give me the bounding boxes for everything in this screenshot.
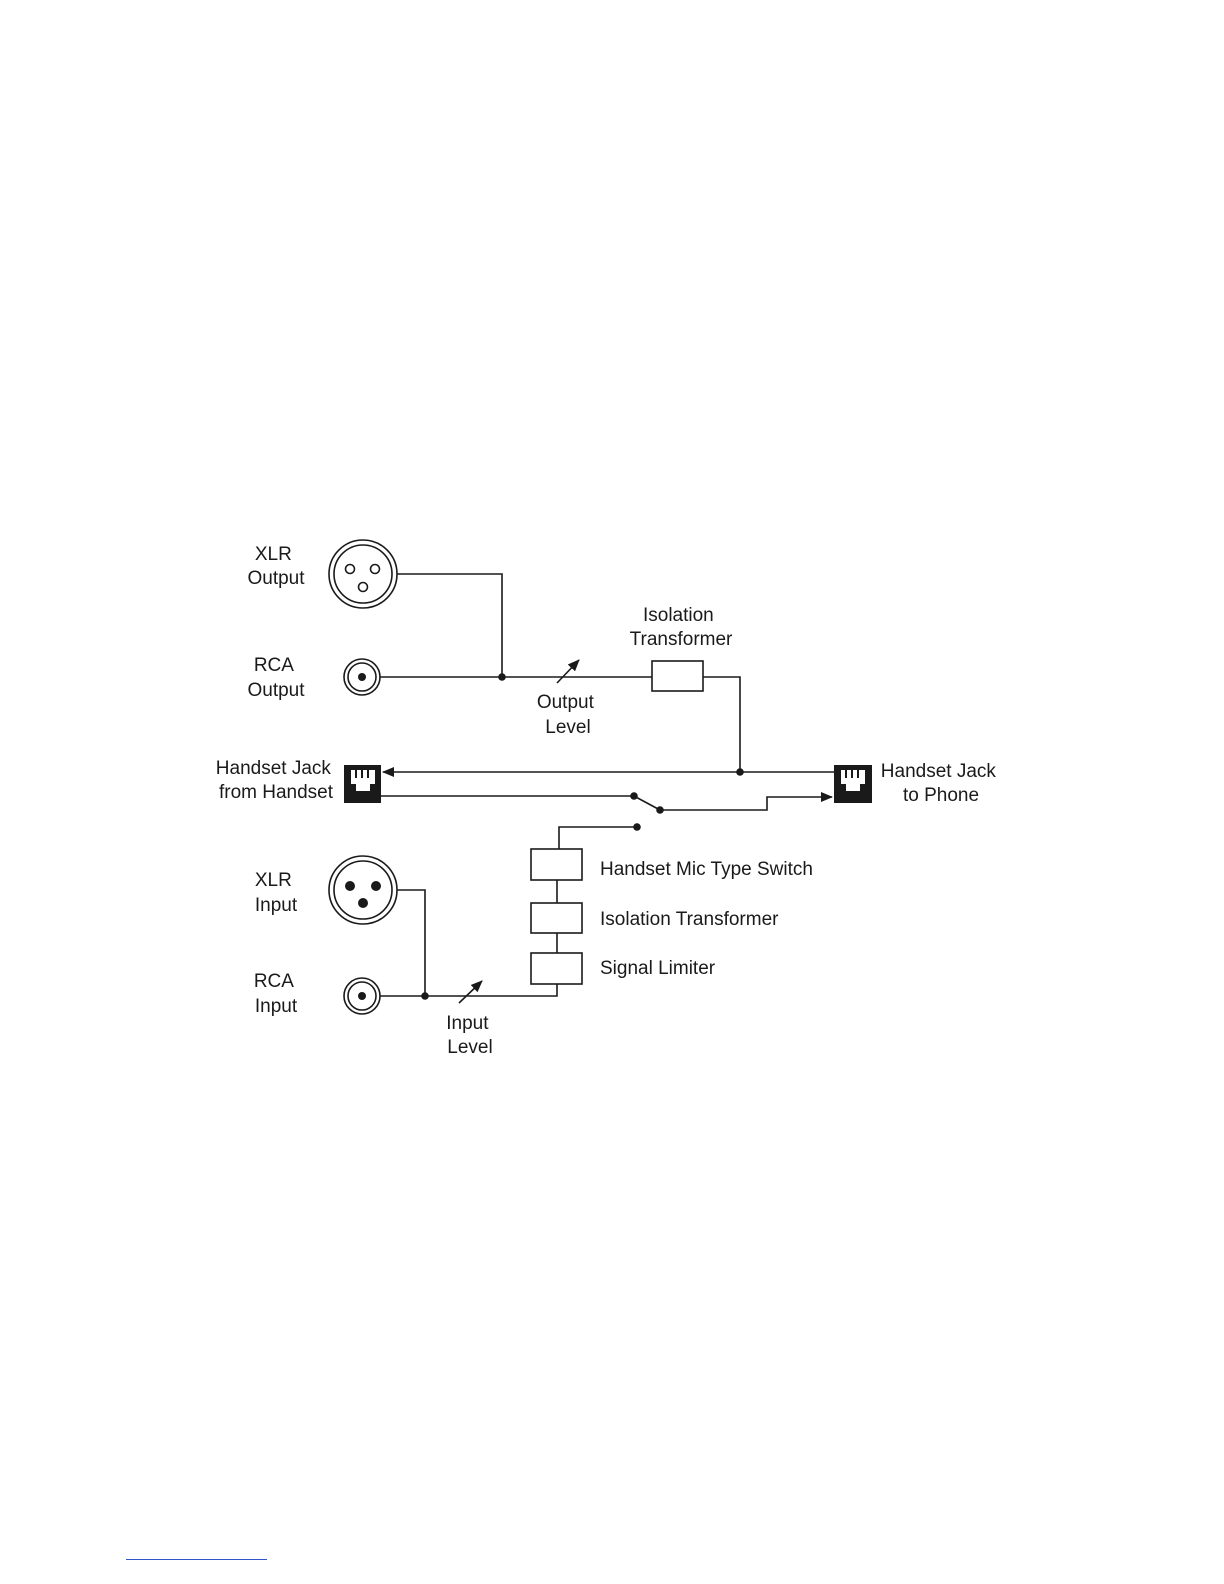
signal-limiter-box	[531, 953, 582, 984]
handset-wiring	[381, 768, 834, 849]
input-processing-chain	[380, 849, 582, 996]
handset-jack-to-icon	[834, 765, 872, 803]
xlr-input-label: XLR Input	[255, 870, 298, 916]
isolation-transformer-top-label: Isolation Transformer	[630, 605, 733, 650]
mic-type-switch-box	[531, 849, 582, 880]
handset-jack-to-label: Handset Jack to Phone	[881, 761, 1001, 806]
output-junction-dot	[498, 673, 506, 681]
handset-jack-from-icon	[344, 765, 381, 803]
handset-jack-from-label: Handset Jack from Handset	[216, 758, 336, 803]
isolation-transformer-bottom-label: Isolation Transformer	[600, 909, 779, 930]
footnote-divider	[126, 1559, 267, 1560]
rca-input-label: RCA Input	[254, 971, 298, 1017]
isolation-transformer-bottom-box	[531, 903, 582, 933]
xlr-output-icon	[329, 540, 397, 608]
rca-input-icon	[344, 978, 380, 1014]
isolation-transformer-top-box	[652, 661, 703, 691]
output-level-label: Output Level	[537, 692, 599, 738]
input-level-label: Input Level	[446, 1013, 494, 1058]
input-wiring	[397, 890, 482, 1003]
rca-output-label: RCA Output	[247, 655, 305, 701]
signal-limiter-label: Signal Limiter	[600, 958, 716, 979]
input-junction-dot	[421, 992, 429, 1000]
xlr-input-icon	[329, 856, 397, 924]
xlr-output-label: XLR Output	[247, 544, 305, 589]
input-level-arrow	[459, 981, 482, 1003]
handset-junction-dot	[736, 768, 744, 776]
rca-output-icon	[344, 659, 380, 695]
output-wiring	[380, 574, 740, 772]
output-level-arrow	[557, 660, 579, 683]
mic-type-switch-label: Handset Mic Type Switch	[600, 859, 813, 880]
mic-switch-blade	[634, 796, 660, 810]
